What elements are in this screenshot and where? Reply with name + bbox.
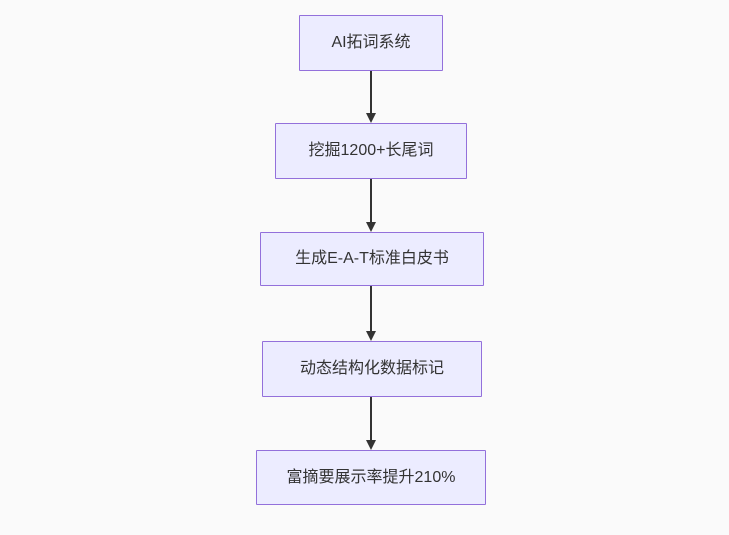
- flow-node-label: 动态结构化数据标记: [299, 360, 444, 378]
- flow-node-ai-keyword-system: AI拓词系统: [299, 15, 443, 71]
- flow-arrow-down-icon: [366, 286, 376, 341]
- flow-node-structured-data-markup: 动态结构化数据标记: [262, 341, 482, 397]
- flow-node-label: 生成E-A-T标准白皮书: [295, 250, 449, 268]
- flow-arrow-down-icon: [366, 71, 376, 123]
- flow-node-label: 富摘要展示率提升210%: [286, 468, 456, 486]
- flow-node-eat-whitepaper: 生成E-A-T标准白皮书: [260, 232, 484, 286]
- flow-arrow-down-icon: [366, 397, 376, 450]
- flow-node-rich-snippet-rate: 富摘要展示率提升210%: [256, 450, 486, 505]
- flow-node-longtail-keywords: 挖掘1200+长尾词: [275, 123, 467, 179]
- flow-arrow-down-icon: [366, 179, 376, 232]
- flow-node-label: AI拓词系统: [331, 34, 411, 52]
- flow-node-label: 挖掘1200+长尾词: [308, 142, 434, 160]
